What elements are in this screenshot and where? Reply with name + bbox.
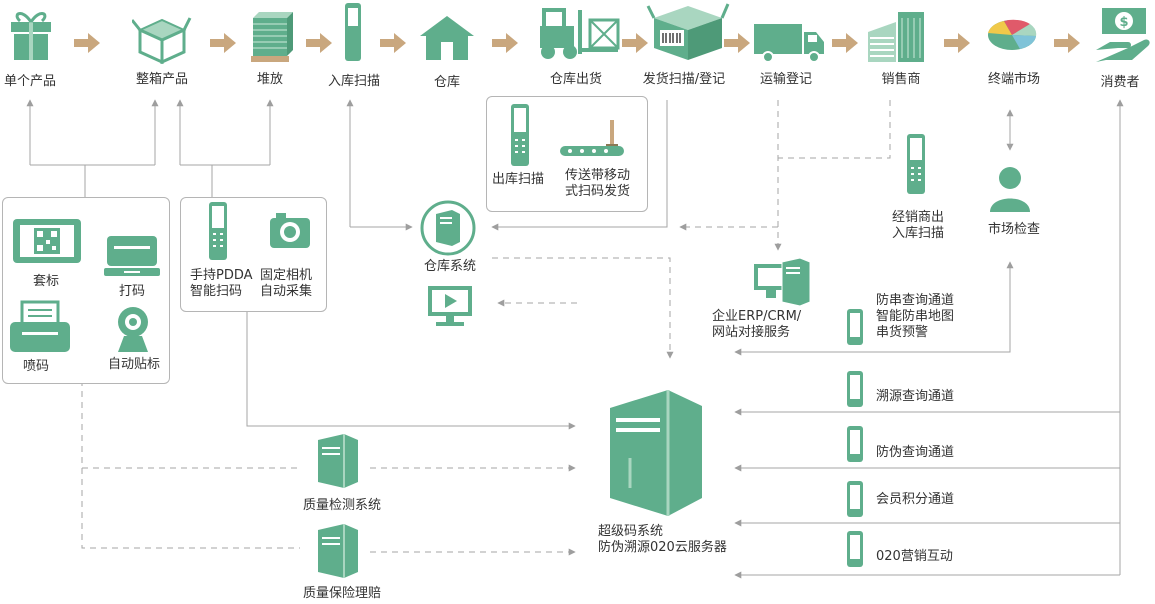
capture-label-pda: 手持PDDA 智能扫码 — [190, 268, 253, 299]
channel-label-membership: 会员积分通道 — [876, 492, 955, 507]
handheld-scanner-icon — [345, 3, 361, 61]
encoding-label-inkjet: 喷码 — [22, 359, 50, 374]
stacked-pallet-icon — [251, 12, 293, 62]
market-check-label: 市场检查 — [987, 222, 1041, 237]
flow-label-carton: 整箱产品 — [135, 72, 189, 87]
capture-box — [180, 197, 327, 312]
inspector-person-icon — [990, 167, 1030, 212]
flow-arrow — [832, 33, 858, 53]
svg-text:$: $ — [1119, 15, 1128, 30]
open-carton-icon — [132, 17, 192, 64]
dealer-pda-icon — [907, 134, 925, 194]
capture-label-camera: 固定相机 自动采集 — [260, 268, 313, 299]
camera-icon — [270, 213, 310, 248]
flow-arrow — [74, 33, 100, 53]
money-hand-icon: $ — [1096, 8, 1150, 62]
flow-arrow — [380, 33, 406, 53]
forklift-icon — [540, 8, 620, 59]
phone-icon — [847, 309, 863, 345]
channel-label-anti-diversion: 防串查询通道 智能防串地图 串货预警 — [876, 293, 955, 340]
channel-label-o2o: 020营销互动 — [876, 549, 953, 564]
flow-label-shipping-scan: 发货扫描/登记 — [642, 72, 726, 87]
flow-label-pile: 堆放 — [256, 72, 284, 87]
quality-insurance-server-icon — [318, 524, 358, 578]
auto-labeler-icon — [118, 307, 148, 352]
quality-insurance-label: 质量保险理赔 — [302, 586, 382, 601]
flow-label-warehouse-out: 仓库出货 — [549, 72, 603, 87]
monitor-play-icon — [428, 286, 472, 326]
encoding-connector — [29, 100, 156, 197]
channel-label-anti-counterfeit: 防伪查询通道 — [876, 445, 955, 460]
cloud-server-label: 超级码系统 防伪溯源020云服务器 — [598, 524, 727, 555]
quality-test-server-icon — [318, 434, 358, 488]
phone-icon — [847, 531, 863, 567]
flow-arrow — [210, 33, 236, 53]
cloud-server-icon — [610, 390, 702, 516]
pda-icon — [209, 202, 227, 260]
phone-icon — [847, 481, 863, 517]
outbound-pda-icon — [511, 104, 529, 166]
gift-box-icon — [11, 12, 51, 60]
flow-label-transport: 运输登记 — [759, 72, 813, 87]
flow-arrow — [622, 33, 648, 53]
channel-label-trace: 溯源查询通道 — [876, 389, 955, 404]
warehouse-to-server-dashed — [492, 257, 674, 359]
flow-label-distributor: 销售商 — [881, 72, 921, 87]
flow-label-warehouse: 仓库 — [433, 75, 461, 90]
coding-printer-icon — [104, 236, 160, 276]
capture-connector — [179, 100, 271, 197]
encoding-label-sleeve: 套标 — [32, 274, 60, 289]
encoding-label-auto-label: 自动贴标 — [107, 357, 161, 372]
encoding-label-coding: 打码 — [118, 284, 146, 299]
flow-arrow — [492, 33, 518, 53]
flow-label-single-product: 单个产品 — [3, 74, 57, 89]
erp-server-icon — [754, 257, 811, 307]
capture-to-server-line — [246, 310, 576, 430]
distributor-building-icon — [868, 12, 924, 62]
flow-label-market: 终端市场 — [987, 72, 1041, 87]
inkjet-printer-icon — [10, 300, 70, 352]
outbound-to-warehouse-line — [491, 100, 668, 231]
flow-label-inbound-scan: 入库扫描 — [327, 74, 381, 89]
flow-arrow — [724, 33, 750, 53]
conveyor-icon — [560, 120, 624, 156]
outbound-label-conveyor: 传送带移动 式扫码发货 — [565, 168, 631, 199]
delivery-truck-icon — [754, 24, 824, 63]
flow-arrow — [944, 33, 970, 53]
outbound-label-scan: 出库扫描 — [492, 172, 545, 187]
barcode-box-icon — [646, 3, 730, 60]
market-pie-icon — [988, 19, 1037, 50]
quality-test-label: 质量检测系统 — [302, 498, 382, 513]
warehouse-server-icon — [420, 200, 476, 256]
erp-label: 企业ERP/CRM/ 网站对接服务 — [712, 309, 802, 340]
warehouse-house-icon — [420, 16, 474, 60]
phone-icon — [847, 371, 863, 407]
warehouse-system-label: 仓库系统 — [423, 259, 477, 274]
flow-arrow — [1054, 33, 1080, 53]
dealer-scan-label: 经销商出 入库扫描 — [892, 210, 945, 241]
phone-icon — [847, 426, 863, 462]
flow-arrow — [306, 33, 332, 53]
sleeve-label-icon — [13, 219, 81, 263]
flow-label-consumer: 消费者 — [1100, 75, 1140, 90]
